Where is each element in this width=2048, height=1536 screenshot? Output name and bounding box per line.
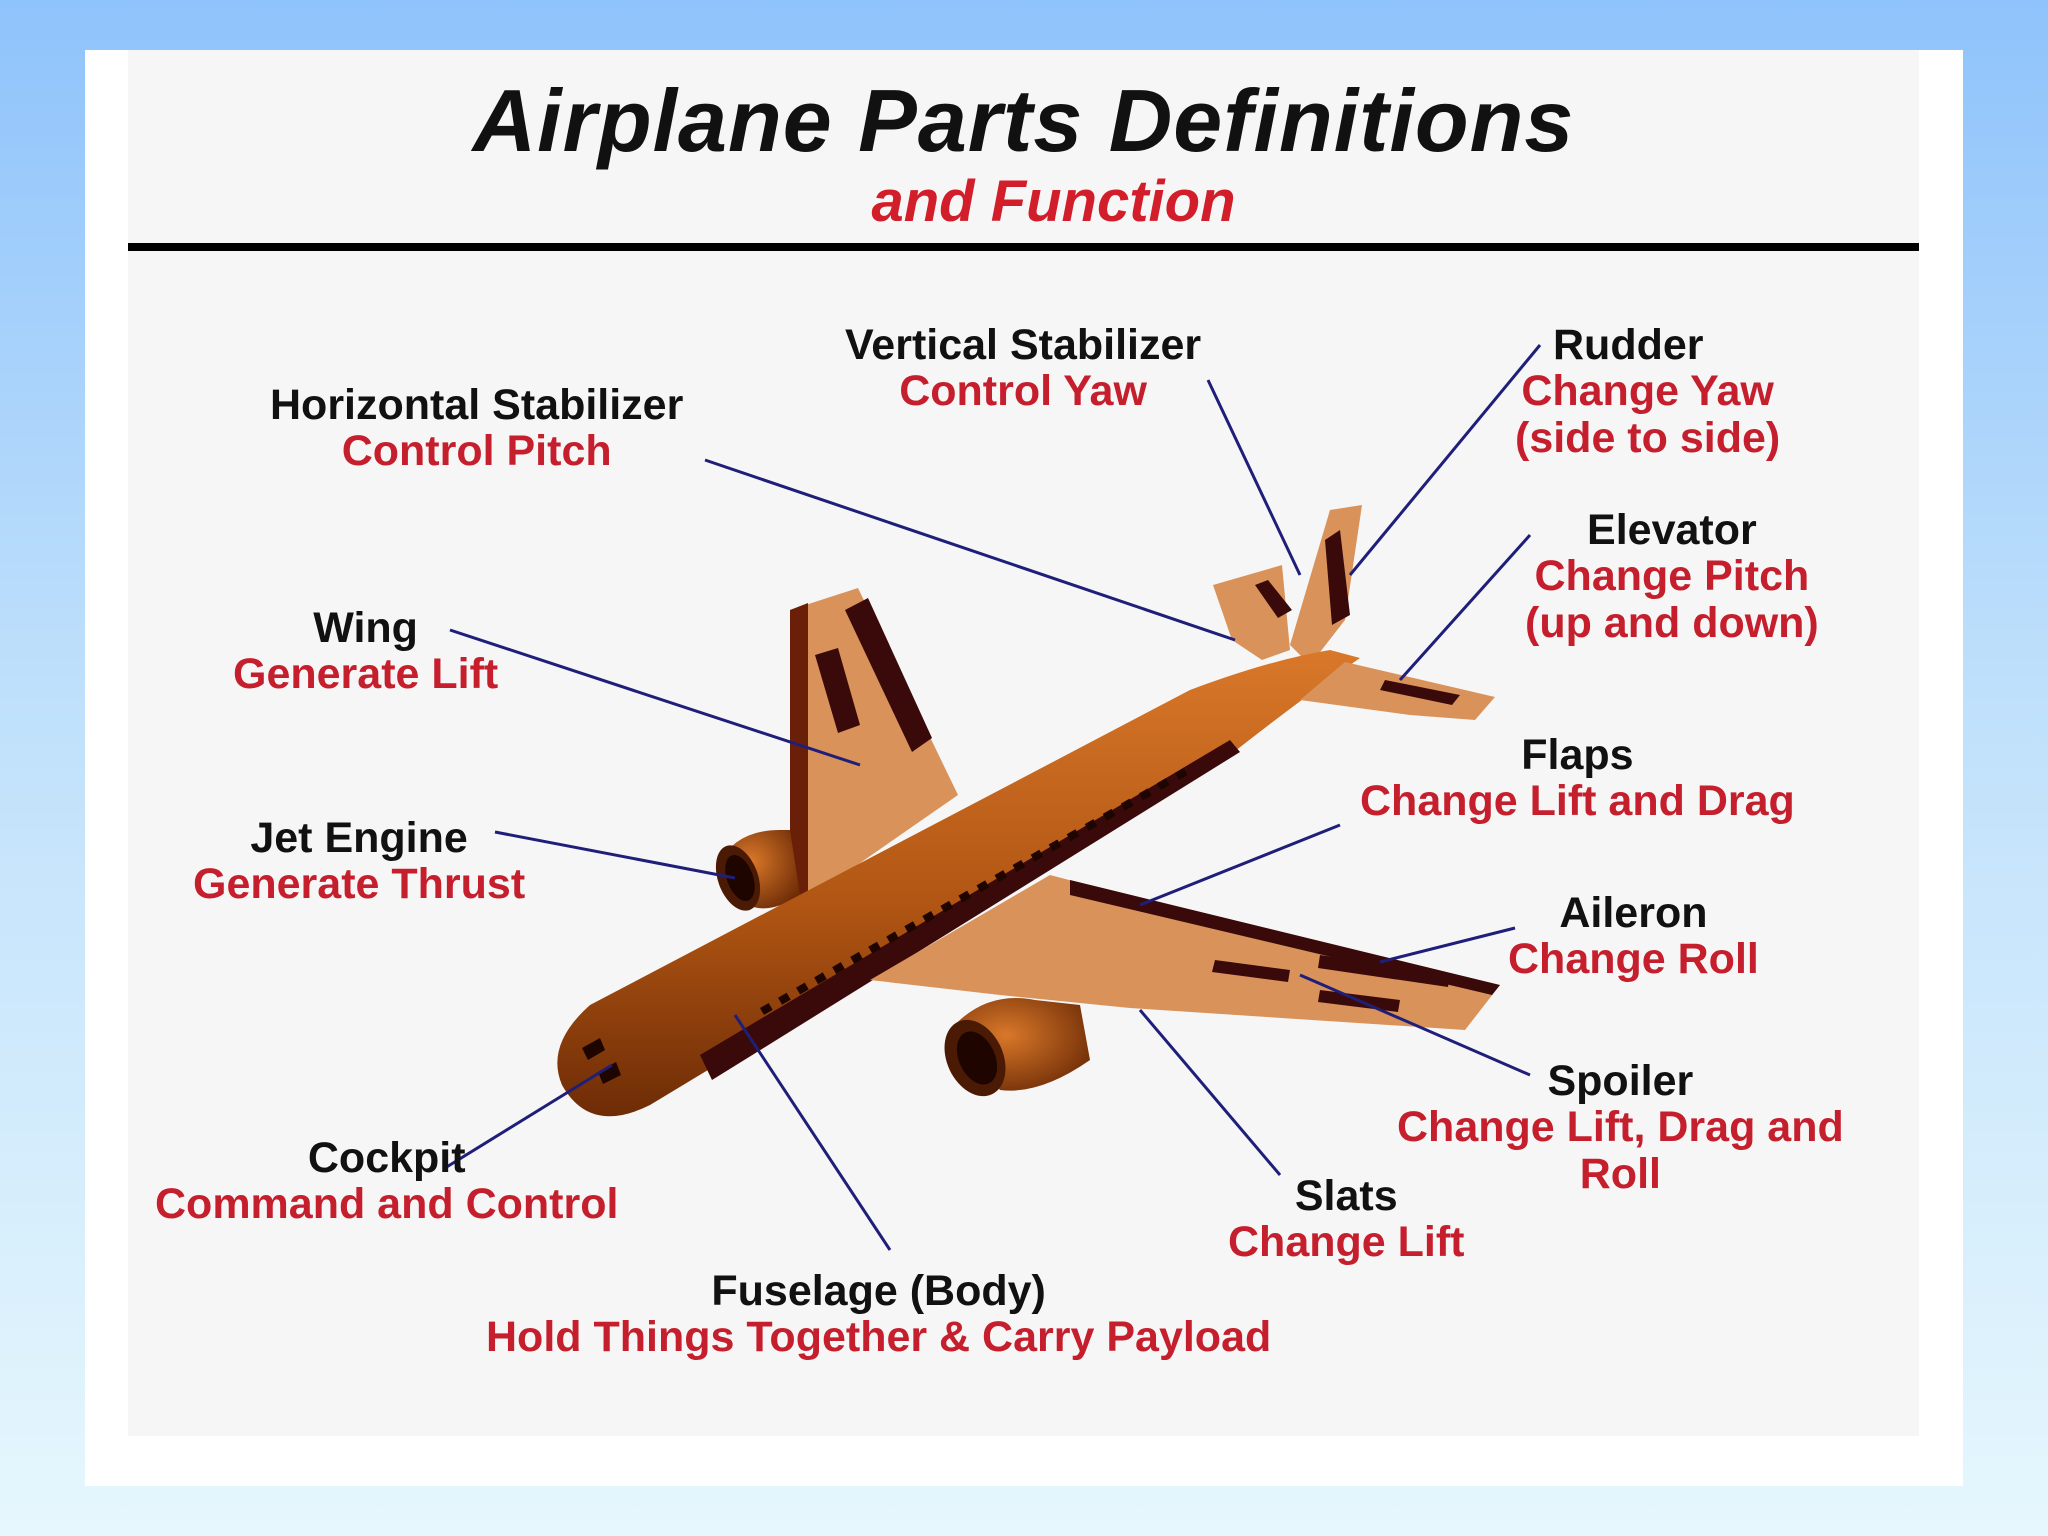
leader-jet-engine [494, 830, 736, 880]
part-name: Horizontal Stabilizer [270, 381, 684, 429]
leader-aileron [1379, 926, 1516, 964]
diagram-panel: Airplane Parts Definitions and Function [128, 50, 1919, 1436]
part-name: Fuselage (Body) [711, 1267, 1046, 1315]
window [976, 880, 990, 893]
elevator-surface [1300, 662, 1495, 720]
part-function: Change Lift [1228, 1218, 1465, 1267]
window [760, 1003, 773, 1015]
part-function: Command and Control [155, 1180, 619, 1229]
leader-vertical-stabilizer [1206, 379, 1302, 576]
part-name: Elevator [1587, 506, 1757, 554]
window [1048, 839, 1062, 852]
part-name: Jet Engine [250, 814, 468, 862]
window [1102, 808, 1116, 821]
window [832, 962, 845, 975]
leader-cockpit [444, 1063, 613, 1170]
window [1156, 778, 1170, 791]
diagram-card: Airplane Parts Definitions and Function [85, 50, 1963, 1486]
label-elevator: Elevator Change Pitch (up and down) [1525, 506, 1819, 647]
leader-fuselage [733, 1014, 892, 1251]
part-function: Generate Thrust [193, 860, 526, 909]
leader-wing [449, 628, 861, 767]
passenger-windows [760, 768, 1188, 1015]
part-function: Hold Things Together & Carry Payload [486, 1313, 1272, 1362]
title-divider [128, 243, 1919, 251]
label-spoiler: Spoiler Change Lift, Drag and Roll [1397, 1057, 1844, 1198]
leader-elevator [1398, 533, 1532, 682]
window [778, 992, 791, 1005]
leader-rudder [1348, 344, 1542, 576]
label-fuselage: Fuselage (Body) Hold Things Together & C… [486, 1268, 1271, 1361]
window [1012, 859, 1026, 872]
window [1066, 829, 1080, 842]
part-function: Change Lift and Drag [1360, 777, 1795, 826]
leader-slats [1138, 1009, 1282, 1176]
window [886, 931, 899, 944]
leader-horizontal-stabilizer [704, 458, 1236, 642]
part-name: Vertical Stabilizer [845, 321, 1202, 369]
label-cockpit: Cockpit Command and Control [155, 1135, 618, 1228]
part-function: Change Yaw [1521, 367, 1774, 416]
window [796, 982, 809, 995]
left-wing [790, 588, 958, 900]
right-wing [870, 875, 1500, 1030]
label-jet-engine: Jet Engine Generate Thrust [193, 815, 525, 908]
part-function-line2: Roll [1579, 1149, 1661, 1198]
part-function-line2: (up and down) [1525, 598, 1819, 647]
part-name: Wing [313, 604, 418, 652]
window [814, 972, 827, 985]
label-horizontal-stabilizer: Horizontal Stabilizer Control Pitch [270, 382, 683, 475]
horizontal-stabilizer [1213, 565, 1292, 660]
part-function: Generate Lift [233, 650, 499, 699]
label-aileron: Aileron Change Roll [1508, 890, 1759, 983]
window [850, 951, 863, 964]
part-name: Aileron [1559, 889, 1708, 937]
part-name: Cockpit [307, 1134, 466, 1182]
part-function: Change Pitch [1534, 552, 1810, 601]
window [994, 870, 1008, 883]
part-function: Control Pitch [341, 427, 612, 476]
leader-lines [444, 344, 1542, 1251]
window [1120, 798, 1134, 811]
label-wing: Wing Generate Lift [233, 605, 498, 698]
page-title: Airplane Parts Definitions [472, 71, 1575, 170]
part-name: Flaps [1521, 731, 1634, 779]
label-vertical-stabilizer: Vertical Stabilizer Control Yaw [845, 322, 1201, 415]
window [1030, 849, 1044, 862]
window [958, 890, 972, 903]
label-rudder: Rudder Change Yaw (side to side) [1515, 321, 1781, 462]
window [1138, 788, 1152, 801]
window [1084, 819, 1098, 832]
page-subtitle: and Function [871, 169, 1236, 234]
window [922, 911, 936, 923]
left-engine [715, 830, 800, 911]
part-name: Spoiler [1547, 1057, 1694, 1105]
fuselage [557, 650, 1360, 1117]
window [904, 921, 918, 934]
right-engine [944, 998, 1090, 1097]
window [940, 900, 954, 913]
window [1175, 768, 1188, 780]
label-slats: Slats Change Lift [1228, 1173, 1464, 1266]
vertical-stabilizer [1290, 505, 1362, 665]
part-function: Control Yaw [899, 367, 1147, 416]
leader-spoiler [1299, 973, 1531, 1077]
window [868, 941, 881, 954]
leader-flaps [1139, 823, 1341, 907]
part-name: Slats [1294, 1172, 1398, 1220]
part-name: Rudder [1553, 321, 1704, 369]
part-function: Change Lift, Drag and [1397, 1103, 1844, 1152]
part-function-line2: (side to side) [1515, 413, 1781, 462]
label-flaps: Flaps Change Lift and Drag [1360, 732, 1795, 825]
part-function: Change Roll [1508, 935, 1759, 984]
